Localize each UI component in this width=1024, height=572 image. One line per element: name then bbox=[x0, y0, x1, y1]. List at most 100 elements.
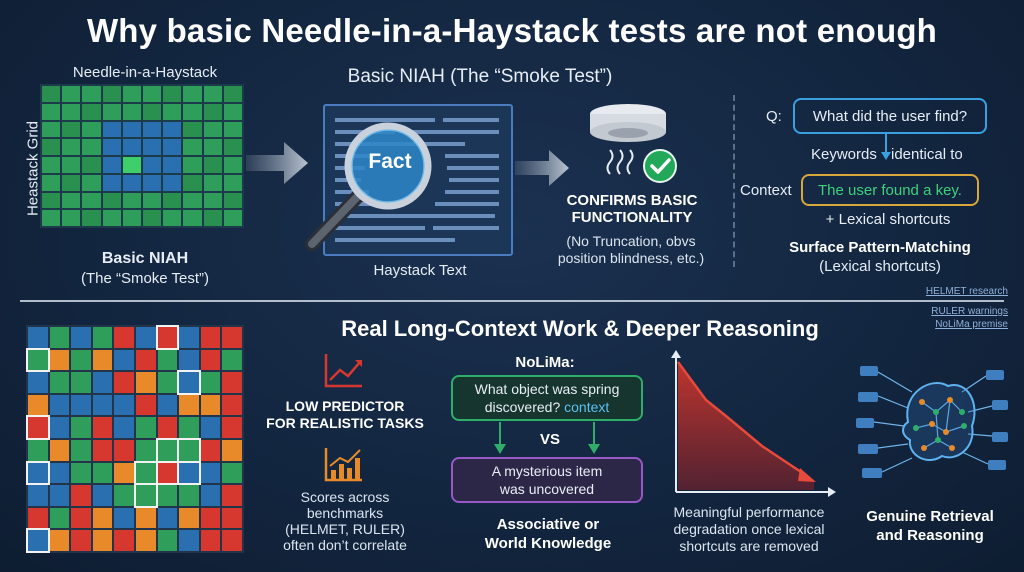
grid-cell bbox=[114, 507, 134, 529]
grid-cell bbox=[49, 507, 70, 529]
grid-cell bbox=[222, 462, 242, 484]
grid-cell bbox=[71, 440, 91, 461]
associative-line-2: World Knowledge bbox=[484, 535, 612, 552]
scores-text: Scores across benchmarks (HELMET, RULER)… bbox=[260, 489, 430, 553]
grid-cell bbox=[122, 121, 141, 138]
magnifier-icon bbox=[305, 122, 432, 251]
grid-cell bbox=[49, 327, 70, 348]
grid-cell bbox=[157, 372, 178, 393]
grid-cell bbox=[122, 210, 141, 226]
grid-cell bbox=[28, 485, 48, 506]
grid-cell bbox=[222, 394, 242, 416]
grid-ylabel: Heastack Grid bbox=[24, 120, 42, 217]
grid-cell bbox=[114, 485, 134, 506]
ref-nolima-link[interactable]: NoLiMa premise bbox=[935, 319, 1008, 330]
grid-cell bbox=[163, 86, 182, 102]
grid-cell bbox=[200, 530, 221, 551]
grid-cell bbox=[200, 440, 221, 461]
grid-cell bbox=[26, 528, 50, 553]
grid-cell bbox=[203, 86, 222, 102]
haystack-grid bbox=[40, 84, 244, 228]
performance-line-2: degradation once lexical bbox=[673, 521, 825, 537]
genuine-heading: Genuine Retrieval and Reasoning bbox=[850, 507, 1010, 545]
nolima-question-box: What object was spring discovered? conte… bbox=[451, 375, 643, 421]
grid-cell bbox=[183, 121, 202, 138]
nolima-question-discovered: discovered? bbox=[484, 399, 561, 415]
grid-cell bbox=[203, 139, 222, 155]
section-divider bbox=[20, 300, 1004, 302]
grid-cell bbox=[183, 103, 202, 120]
grid-cell bbox=[92, 327, 113, 348]
grid-cell bbox=[222, 417, 242, 438]
grid-cell bbox=[42, 86, 61, 102]
page-title: Why basic Needle-in-a-Haystack tests are… bbox=[86, 12, 938, 49]
grid-cell bbox=[49, 372, 70, 393]
genuine-line-2: and Reasoning bbox=[876, 527, 984, 544]
grid-cell bbox=[92, 485, 113, 506]
grid-cell bbox=[49, 394, 70, 416]
grid-cell bbox=[203, 157, 222, 173]
grid-cell bbox=[223, 121, 242, 138]
grid-cell bbox=[102, 121, 121, 138]
nolima-answer-line-2: was uncovered bbox=[499, 481, 595, 497]
grid-cell bbox=[143, 121, 162, 138]
grid-cell bbox=[200, 507, 221, 529]
grid-cell bbox=[136, 440, 156, 461]
grid-cell bbox=[49, 417, 70, 438]
nolima-question-line-2: discovered? context bbox=[485, 398, 610, 416]
grid-cell bbox=[42, 210, 61, 226]
grid-cell bbox=[136, 507, 156, 529]
ref-helmet-link[interactable]: HELMET research bbox=[925, 286, 1008, 297]
grid-cell bbox=[42, 121, 61, 138]
grid-cell bbox=[136, 327, 156, 348]
grid-cell bbox=[92, 462, 113, 484]
grid-cell bbox=[203, 192, 222, 209]
grid-cell bbox=[26, 415, 50, 440]
grid-cell bbox=[102, 86, 121, 102]
scores-line-1: Scores across bbox=[300, 489, 390, 505]
smoke-detector-icon bbox=[590, 104, 666, 175]
ref-ruler-link[interactable]: RULER warnings bbox=[931, 306, 1008, 317]
grid-cell bbox=[203, 210, 222, 226]
scores-line-3: (HELMET, RULER) bbox=[285, 521, 405, 537]
grid-cell bbox=[143, 103, 162, 120]
vs-label: VS bbox=[539, 431, 560, 448]
grid-cell bbox=[163, 139, 182, 155]
grid-cell bbox=[155, 438, 180, 463]
grid-cell bbox=[223, 86, 242, 102]
grid-cell bbox=[177, 438, 201, 463]
grid-cell bbox=[71, 327, 91, 348]
grid-cell bbox=[82, 103, 101, 120]
grid-cell bbox=[143, 192, 162, 209]
grid-cell bbox=[62, 174, 81, 191]
grid-cell bbox=[163, 192, 182, 209]
grid-cell bbox=[222, 440, 242, 461]
grid-cell bbox=[157, 530, 178, 551]
grid-cell bbox=[92, 394, 113, 416]
grid-cell bbox=[92, 530, 113, 551]
grid-cell bbox=[49, 530, 70, 551]
surface-heading: Surface Pattern-Matching bbox=[789, 239, 971, 256]
grid-cell bbox=[183, 174, 202, 191]
grid-cell bbox=[62, 139, 81, 155]
nolima-answer-line-1: A mysterious item bbox=[491, 463, 603, 479]
grid-cell bbox=[203, 121, 222, 138]
grid-cell bbox=[157, 349, 178, 371]
grid-cell bbox=[82, 174, 101, 191]
magnifier-fact-text: Fact bbox=[368, 150, 412, 173]
grid-cell bbox=[163, 157, 182, 173]
confirms-sub-line-2: position blindness, etc.) bbox=[557, 250, 705, 266]
grid-cell bbox=[71, 507, 91, 529]
grid-cell bbox=[179, 417, 199, 438]
grid-cell bbox=[200, 417, 221, 438]
grid-cell bbox=[122, 139, 141, 155]
grid-cell bbox=[102, 192, 121, 209]
grid-cell bbox=[223, 139, 242, 155]
bottom-section-title: Real Long-Context Work & Deeper Reasonin… bbox=[341, 316, 819, 341]
performance-text: Meaningful performance degradation once … bbox=[656, 504, 842, 555]
grid-cell bbox=[177, 370, 201, 395]
grid-cell bbox=[183, 157, 202, 173]
nolima-question-context: context bbox=[564, 399, 610, 415]
grid-cell bbox=[183, 192, 202, 209]
vertical-divider bbox=[733, 95, 735, 267]
